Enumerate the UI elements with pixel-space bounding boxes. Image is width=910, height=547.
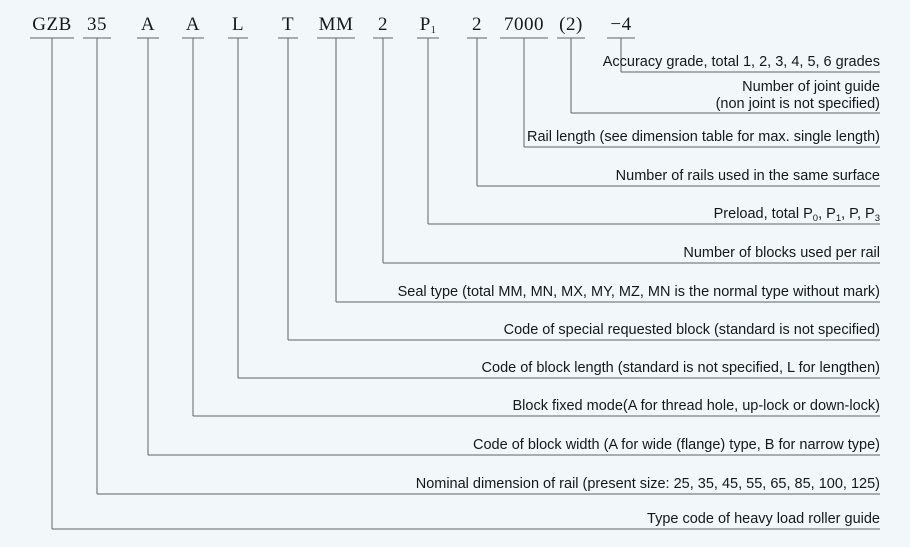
code-token-5: T (281, 14, 295, 35)
code-token-12: −4 (610, 14, 632, 35)
code-subscript: 1 (430, 25, 437, 36)
code-token-7: 2 (378, 14, 388, 35)
preload-subscript: 0 (812, 213, 819, 224)
code-token-2: A (140, 14, 156, 35)
code-token-1: 35 (87, 14, 107, 35)
description-row-11: Nominal dimension of rail (present size:… (415, 476, 880, 492)
leader-lines-group (30, 37, 880, 530)
code-token-9: 2 (472, 14, 482, 35)
description-line-1: Number of joint guide (742, 79, 880, 95)
description-row-9: Block fixed mode(A for thread hole, up-l… (512, 398, 880, 414)
description-row-6: Seal type (total MM, MN, MX, MY, MZ, MN … (397, 284, 880, 300)
code-token-3: A (185, 14, 201, 35)
code-token-0: GZB (32, 14, 72, 35)
description-row-3: Number of rails used in the same surface (615, 168, 880, 184)
code-token-10: 7000 (504, 14, 544, 35)
description-row-2: Rail length (see dimension table for max… (526, 129, 880, 145)
code-token-6: MM (318, 14, 354, 35)
preload-subscript: 1 (835, 213, 842, 224)
code-token-11: (2) (559, 14, 583, 35)
description-row-7: Code of special requested block (standar… (503, 322, 880, 338)
preload-subscript: 3 (874, 213, 880, 224)
description-row-1: Number of joint guide(non joint is not s… (716, 79, 880, 113)
code-token-4: L (231, 14, 245, 35)
description-row-5: Number of blocks used per rail (683, 245, 880, 261)
description-row-4: Preload, total P0, P1, P, P3 (713, 206, 880, 224)
description-line-2: (non joint is not specified) (715, 96, 880, 112)
description-row-12: Type code of heavy load roller guide (647, 511, 880, 527)
description-row-8: Code of block length (standard is not sp… (481, 360, 880, 376)
code-token-8: P1 (419, 14, 437, 36)
description-row-10: Code of block width (A for wide (flange)… (473, 437, 880, 453)
description-row-0: Accuracy grade, total 1, 2, 3, 4, 5, 6 g… (602, 54, 880, 70)
